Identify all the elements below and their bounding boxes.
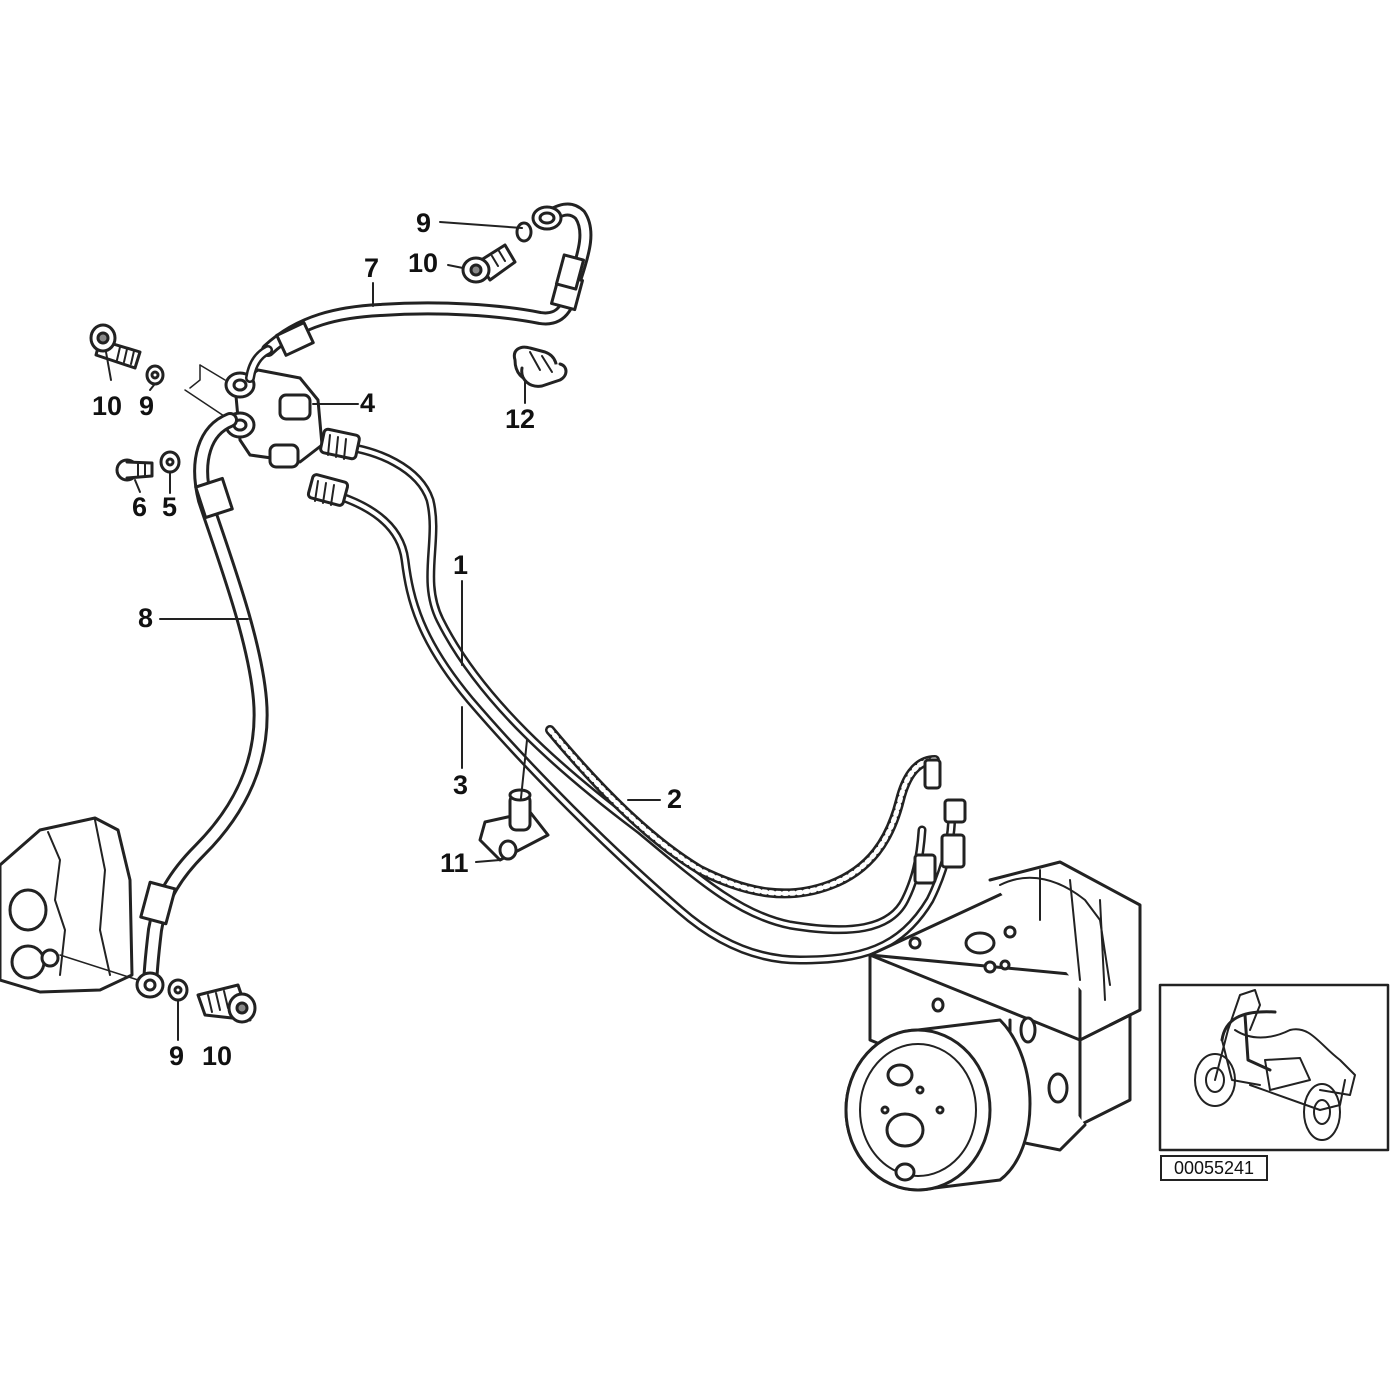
washer-9-bottom (167, 978, 189, 1002)
brake-line-3 (313, 485, 957, 965)
distributor-block-4 (184, 345, 324, 469)
leader-lines (105, 221, 661, 1041)
callout-9-bottom: 9 (169, 1041, 185, 1071)
protective-sleeve-2 (545, 725, 942, 899)
brake-caliper (0, 816, 139, 994)
brake-line-1 (325, 440, 927, 935)
callout-10-bottom: 10 (202, 1041, 233, 1071)
callout-9-left: 9 (139, 391, 155, 421)
washer-9-left (145, 364, 165, 386)
abs-pressure-modulator (844, 860, 1142, 1192)
callout-7: 7 (364, 253, 380, 283)
motorcycle-inset (1158, 983, 1390, 1152)
callout-10-left: 10 (92, 391, 123, 421)
callout-6: 6 (132, 492, 148, 522)
diagram-reference-number: 00055241 (1160, 1155, 1268, 1181)
banjo-bolt-10-left (89, 323, 142, 370)
brake-hose-8 (135, 412, 269, 999)
callout-4: 4 (360, 388, 376, 418)
banjo-bolt-10-bottom (196, 983, 257, 1024)
banjo-bolt-10-top (461, 243, 517, 284)
brake-hose-7 (261, 202, 593, 357)
callout-11: 11 (440, 848, 469, 878)
callout-5: 5 (162, 492, 178, 522)
line-holder-11 (478, 788, 550, 862)
washer-5 (159, 450, 181, 474)
callout-3: 3 (453, 770, 469, 800)
callout-2: 2 (667, 784, 683, 814)
callout-1: 1 (453, 550, 469, 580)
callout-9-top: 9 (416, 208, 432, 238)
callout-12: 12 (505, 404, 536, 434)
screw-6 (115, 458, 154, 482)
callout-10-top: 10 (408, 248, 439, 278)
hose-clip-12 (512, 345, 568, 388)
callout-8: 8 (138, 603, 154, 633)
brake-line-fittings (306, 427, 967, 885)
